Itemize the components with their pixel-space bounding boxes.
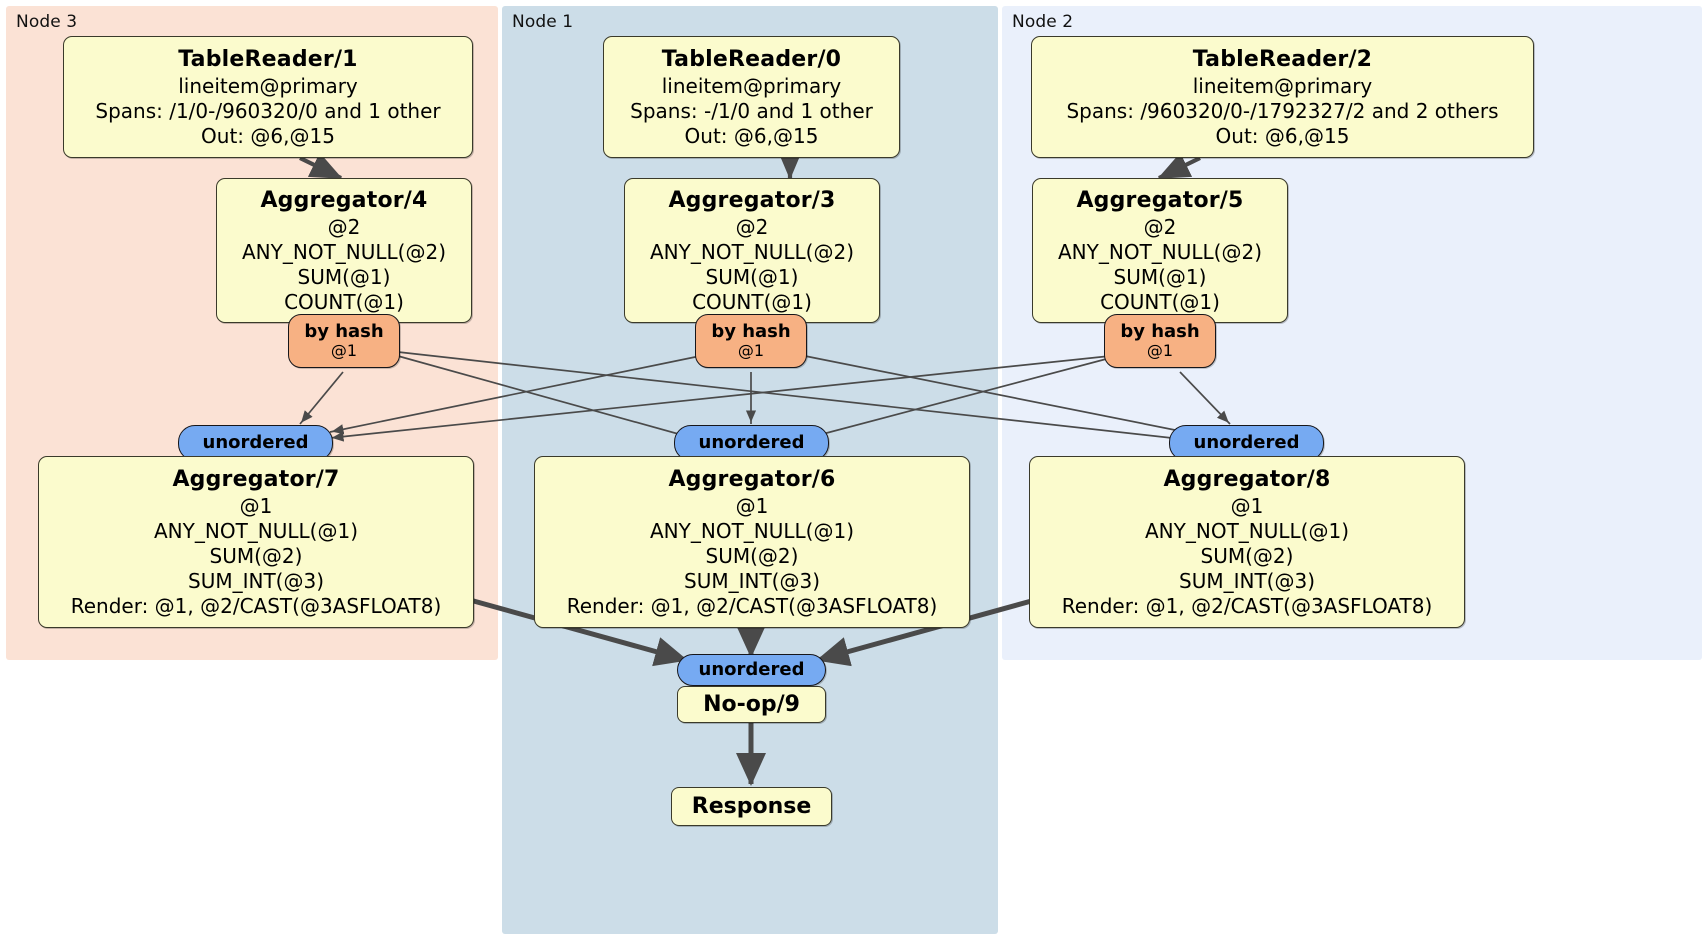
processor-title: No-op/9 xyxy=(703,692,800,717)
processor-aggregator-5[interactable]: Aggregator/5 @2 ANY_NOT_NULL(@2) SUM(@1)… xyxy=(1032,178,1288,323)
edge-hashC-unorderedL xyxy=(329,355,701,435)
edge-hashL-unorderedC xyxy=(397,355,701,442)
synchronizer-unordered-right[interactable]: unordered xyxy=(1169,425,1324,461)
edge-hashR-unorderedC xyxy=(799,357,1111,442)
router-sublabel: @1 xyxy=(1146,341,1174,360)
processor-title: Response xyxy=(691,794,812,819)
processor-line: Out: @6,@15 xyxy=(684,123,819,148)
processor-title: Aggregator/4 xyxy=(260,187,428,213)
processor-line: ANY_NOT_NULL(@2) xyxy=(650,239,854,264)
processor-line: SUM(@2) xyxy=(209,543,303,568)
processor-title: TableReader/0 xyxy=(661,46,842,72)
processor-line: SUM(@1) xyxy=(297,264,391,289)
synchronizer-label: unordered xyxy=(698,659,805,680)
processor-noop-9[interactable]: No-op/9 xyxy=(677,686,826,723)
processor-line: COUNT(@1) xyxy=(284,289,404,314)
processor-line: Out: @6,@15 xyxy=(1215,123,1350,148)
edge-hashL-unorderedL xyxy=(299,371,344,425)
processor-line: Spans: -/1/0 and 1 other xyxy=(630,98,873,123)
router-sublabel: @1 xyxy=(330,341,358,360)
processor-line: ANY_NOT_NULL(@2) xyxy=(1058,239,1262,264)
processor-line: SUM_INT(@3) xyxy=(684,568,820,593)
processor-line: SUM(@1) xyxy=(705,264,799,289)
processor-aggregator-3[interactable]: Aggregator/3 @2 ANY_NOT_NULL(@2) SUM(@1)… xyxy=(624,178,880,323)
processor-line: Render: @1, @2/CAST(@3ASFLOAT8) xyxy=(1061,593,1433,618)
processor-line: Spans: /1/0-/960320/0 and 1 other xyxy=(95,98,441,123)
processor-line: @2 xyxy=(1143,214,1177,239)
edge-hashR-unorderedL xyxy=(329,355,1111,442)
processor-line: COUNT(@1) xyxy=(692,289,812,314)
edge-hashC-unorderedR xyxy=(804,355,1196,437)
processor-line: Render: @1, @2/CAST(@3ASFLOAT8) xyxy=(70,593,442,618)
edge-agg7-final xyxy=(469,597,688,667)
synchronizer-unordered-final[interactable]: unordered xyxy=(677,654,826,686)
processor-title: Aggregator/6 xyxy=(668,466,836,492)
node-panel-label-node1: Node 1 xyxy=(512,12,574,32)
processor-line: SUM(@1) xyxy=(1113,264,1207,289)
processor-title: Aggregator/5 xyxy=(1076,187,1244,213)
edge-tr2-agg5 xyxy=(1157,152,1201,180)
processor-line: @1 xyxy=(1230,493,1264,518)
router-label: by hash xyxy=(304,321,384,342)
processor-line: lineitem@primary xyxy=(1192,73,1373,98)
synchronizer-unordered-center[interactable]: unordered xyxy=(674,425,829,461)
synchronizer-label: unordered xyxy=(698,432,805,453)
processor-line: SUM(@2) xyxy=(1200,543,1294,568)
processor-line: lineitem@primary xyxy=(178,73,358,98)
processor-aggregator-4[interactable]: Aggregator/4 @2 ANY_NOT_NULL(@2) SUM(@1)… xyxy=(216,178,472,323)
processor-table-reader-2[interactable]: TableReader/2 lineitem@primary Spans: /9… xyxy=(1031,36,1534,158)
edge-tr1-agg4 xyxy=(299,152,343,180)
node-panel-label-node3: Node 3 xyxy=(16,12,78,32)
node-panel-label-node2: Node 2 xyxy=(1012,12,1074,32)
processor-response[interactable]: Response xyxy=(671,787,832,826)
processor-aggregator-8[interactable]: Aggregator/8 @1 ANY_NOT_NULL(@1) SUM(@2)… xyxy=(1029,456,1465,628)
processor-aggregator-7[interactable]: Aggregator/7 @1 ANY_NOT_NULL(@1) SUM(@2)… xyxy=(38,456,474,628)
processor-line: ANY_NOT_NULL(@2) xyxy=(242,239,446,264)
synchronizer-label: unordered xyxy=(1193,432,1300,453)
processor-line: @1 xyxy=(735,493,769,518)
processor-line: @2 xyxy=(735,214,769,239)
router-label: by hash xyxy=(1120,321,1200,342)
processor-line: lineitem@primary xyxy=(661,73,842,98)
router-by-hash-left[interactable]: by hash @1 xyxy=(288,314,400,368)
processor-table-reader-1[interactable]: TableReader/1 lineitem@primary Spans: /1… xyxy=(63,36,473,158)
edge-hashL-unorderedR xyxy=(397,351,1191,444)
edge-agg8-final xyxy=(816,597,1036,667)
processor-title: Aggregator/3 xyxy=(668,187,836,213)
processor-line: Render: @1, @2/CAST(@3ASFLOAT8) xyxy=(566,593,938,618)
router-label: by hash xyxy=(711,321,791,342)
synchronizer-label: unordered xyxy=(202,432,309,453)
processor-line: ANY_NOT_NULL(@1) xyxy=(154,518,358,543)
processor-line: SUM(@2) xyxy=(705,543,799,568)
processor-table-reader-0[interactable]: TableReader/0 lineitem@primary Spans: -/… xyxy=(603,36,900,158)
processor-line: Spans: /960320/0-/1792327/2 and 2 others xyxy=(1066,98,1499,123)
edge-hashR-unorderedR xyxy=(1179,371,1231,425)
processor-aggregator-6[interactable]: Aggregator/6 @1 ANY_NOT_NULL(@1) SUM(@2)… xyxy=(534,456,970,628)
router-sublabel: @1 xyxy=(737,341,765,360)
processor-title: TableReader/2 xyxy=(1192,46,1373,72)
processor-title: Aggregator/8 xyxy=(1163,466,1331,492)
processor-line: SUM_INT(@3) xyxy=(188,568,324,593)
processor-line: @2 xyxy=(327,214,361,239)
processor-title: Aggregator/7 xyxy=(172,466,340,492)
router-by-hash-right[interactable]: by hash @1 xyxy=(1104,314,1216,368)
processor-line: @1 xyxy=(239,493,273,518)
processor-line: SUM_INT(@3) xyxy=(1179,568,1315,593)
processor-line: ANY_NOT_NULL(@1) xyxy=(650,518,854,543)
synchronizer-unordered-left[interactable]: unordered xyxy=(178,425,333,461)
processor-line: ANY_NOT_NULL(@1) xyxy=(1145,518,1349,543)
processor-title: TableReader/1 xyxy=(178,46,358,72)
processor-line: Out: @6,@15 xyxy=(201,123,335,148)
processor-line: COUNT(@1) xyxy=(1100,289,1220,314)
router-by-hash-center[interactable]: by hash @1 xyxy=(695,314,807,368)
